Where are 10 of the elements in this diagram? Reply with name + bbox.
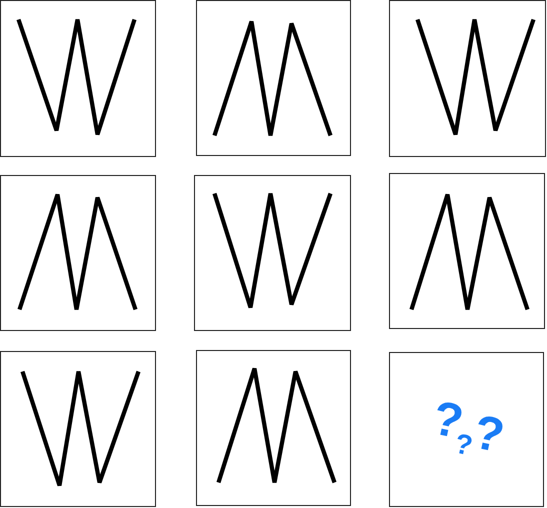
grid-tile: [389, 0, 546, 157]
grid-tile: [194, 175, 351, 331]
grid-tile: [389, 352, 544, 507]
grid-tile: [0, 351, 156, 507]
grid-tile: [389, 173, 545, 329]
grid-tile: [196, 0, 351, 156]
grid-tile: [196, 350, 351, 506]
grid-tile: [0, 175, 156, 331]
grid-tile: [0, 0, 156, 157]
question-mark: ?: [452, 430, 476, 460]
